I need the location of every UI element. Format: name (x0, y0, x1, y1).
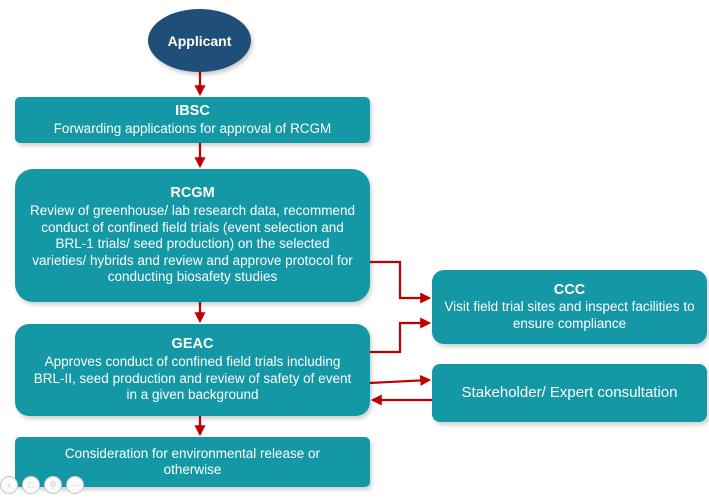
arrow-geac-ccc (370, 317, 432, 354)
ibsc-box: IBSC Forwarding applications for approva… (15, 97, 370, 143)
environmental-release-body: Consideration for environmental release … (64, 445, 321, 477)
stakeholder-box: Stakeholder/ Expert consultation (432, 364, 707, 422)
more-icon[interactable]: ⋯ (66, 476, 84, 494)
applicant-label: Applicant (167, 32, 232, 49)
arrow-geac-stakeholder (369, 374, 432, 386)
rcgm-box: RCGM Review of greenhouse/ lab research … (15, 169, 370, 302)
arrow-rcgm-ccc (370, 260, 432, 304)
ccc-title: CCC (553, 281, 586, 298)
ccc-body: Visit field trial sites and inspect faci… (444, 299, 695, 331)
slide-toolbar: ‹ □ ⚲ ⋯ (0, 476, 84, 494)
geac-title: GEAC (171, 336, 214, 353)
applicant-node: Applicant (148, 9, 251, 72)
ibsc-title: IBSC (175, 102, 210, 119)
geac-box: GEAC Approves conduct of confined field … (15, 324, 370, 416)
geac-body: Approves conduct of confined field trial… (33, 354, 352, 403)
rcgm-body: Review of greenhouse/ lab research data,… (30, 203, 355, 285)
back-icon[interactable]: ‹ (0, 476, 18, 494)
ibsc-body: Forwarding applications for approval of … (53, 120, 332, 136)
ccc-box: CCC Visit field trial sites and inspect … (432, 270, 707, 344)
zoom-icon[interactable]: ⚲ (44, 476, 62, 494)
rcgm-title: RCGM (170, 185, 215, 202)
stakeholder-body: Stakeholder/ Expert consultation (461, 383, 678, 401)
copy-icon[interactable]: □ (22, 476, 40, 494)
